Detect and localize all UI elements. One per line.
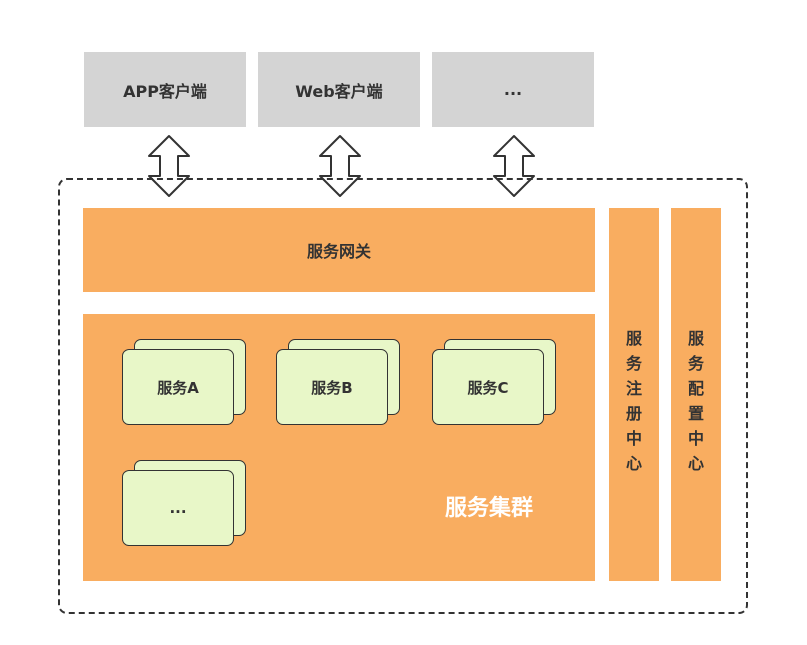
service-b-node: 服务B: [276, 339, 400, 427]
service-gateway-label: 服务网关: [306, 242, 371, 261]
app-client-box: APP客户端: [84, 52, 246, 127]
service-config-center: 服务配置中心: [671, 208, 721, 581]
service-a-card: 服务A: [122, 349, 234, 425]
service-more-card: ...: [122, 470, 234, 546]
web-client-box: Web客户端: [258, 52, 420, 127]
service-gateway: 服务网关: [83, 208, 595, 292]
service-cluster-label: 服务集群: [445, 496, 534, 521]
bidirectional-arrow-icon: [319, 135, 361, 197]
bidirectional-arrow-icon: [148, 135, 190, 197]
service-c-label: 服务C: [467, 378, 509, 397]
system-boundary: [58, 178, 748, 614]
service-c-card: 服务C: [432, 349, 544, 425]
other-client-label: ...: [503, 80, 523, 99]
service-registry-label: 服务注册中心: [625, 329, 642, 473]
service-b-card: 服务B: [276, 349, 388, 425]
service-config-label: 服务配置中心: [687, 329, 704, 473]
service-more-label: ...: [169, 499, 187, 517]
bidirectional-arrow-icon: [493, 135, 535, 197]
app-client-label: APP客户端: [123, 81, 207, 101]
web-client-label: Web客户端: [295, 81, 383, 101]
service-a-node: 服务A: [122, 339, 246, 427]
service-registry: 服务注册中心: [609, 208, 659, 581]
other-client-box: ...: [432, 52, 594, 127]
service-c-node: 服务C: [432, 339, 556, 427]
service-b-label: 服务B: [311, 378, 353, 397]
service-more-node: ...: [122, 460, 246, 548]
service-a-label: 服务A: [157, 378, 199, 397]
